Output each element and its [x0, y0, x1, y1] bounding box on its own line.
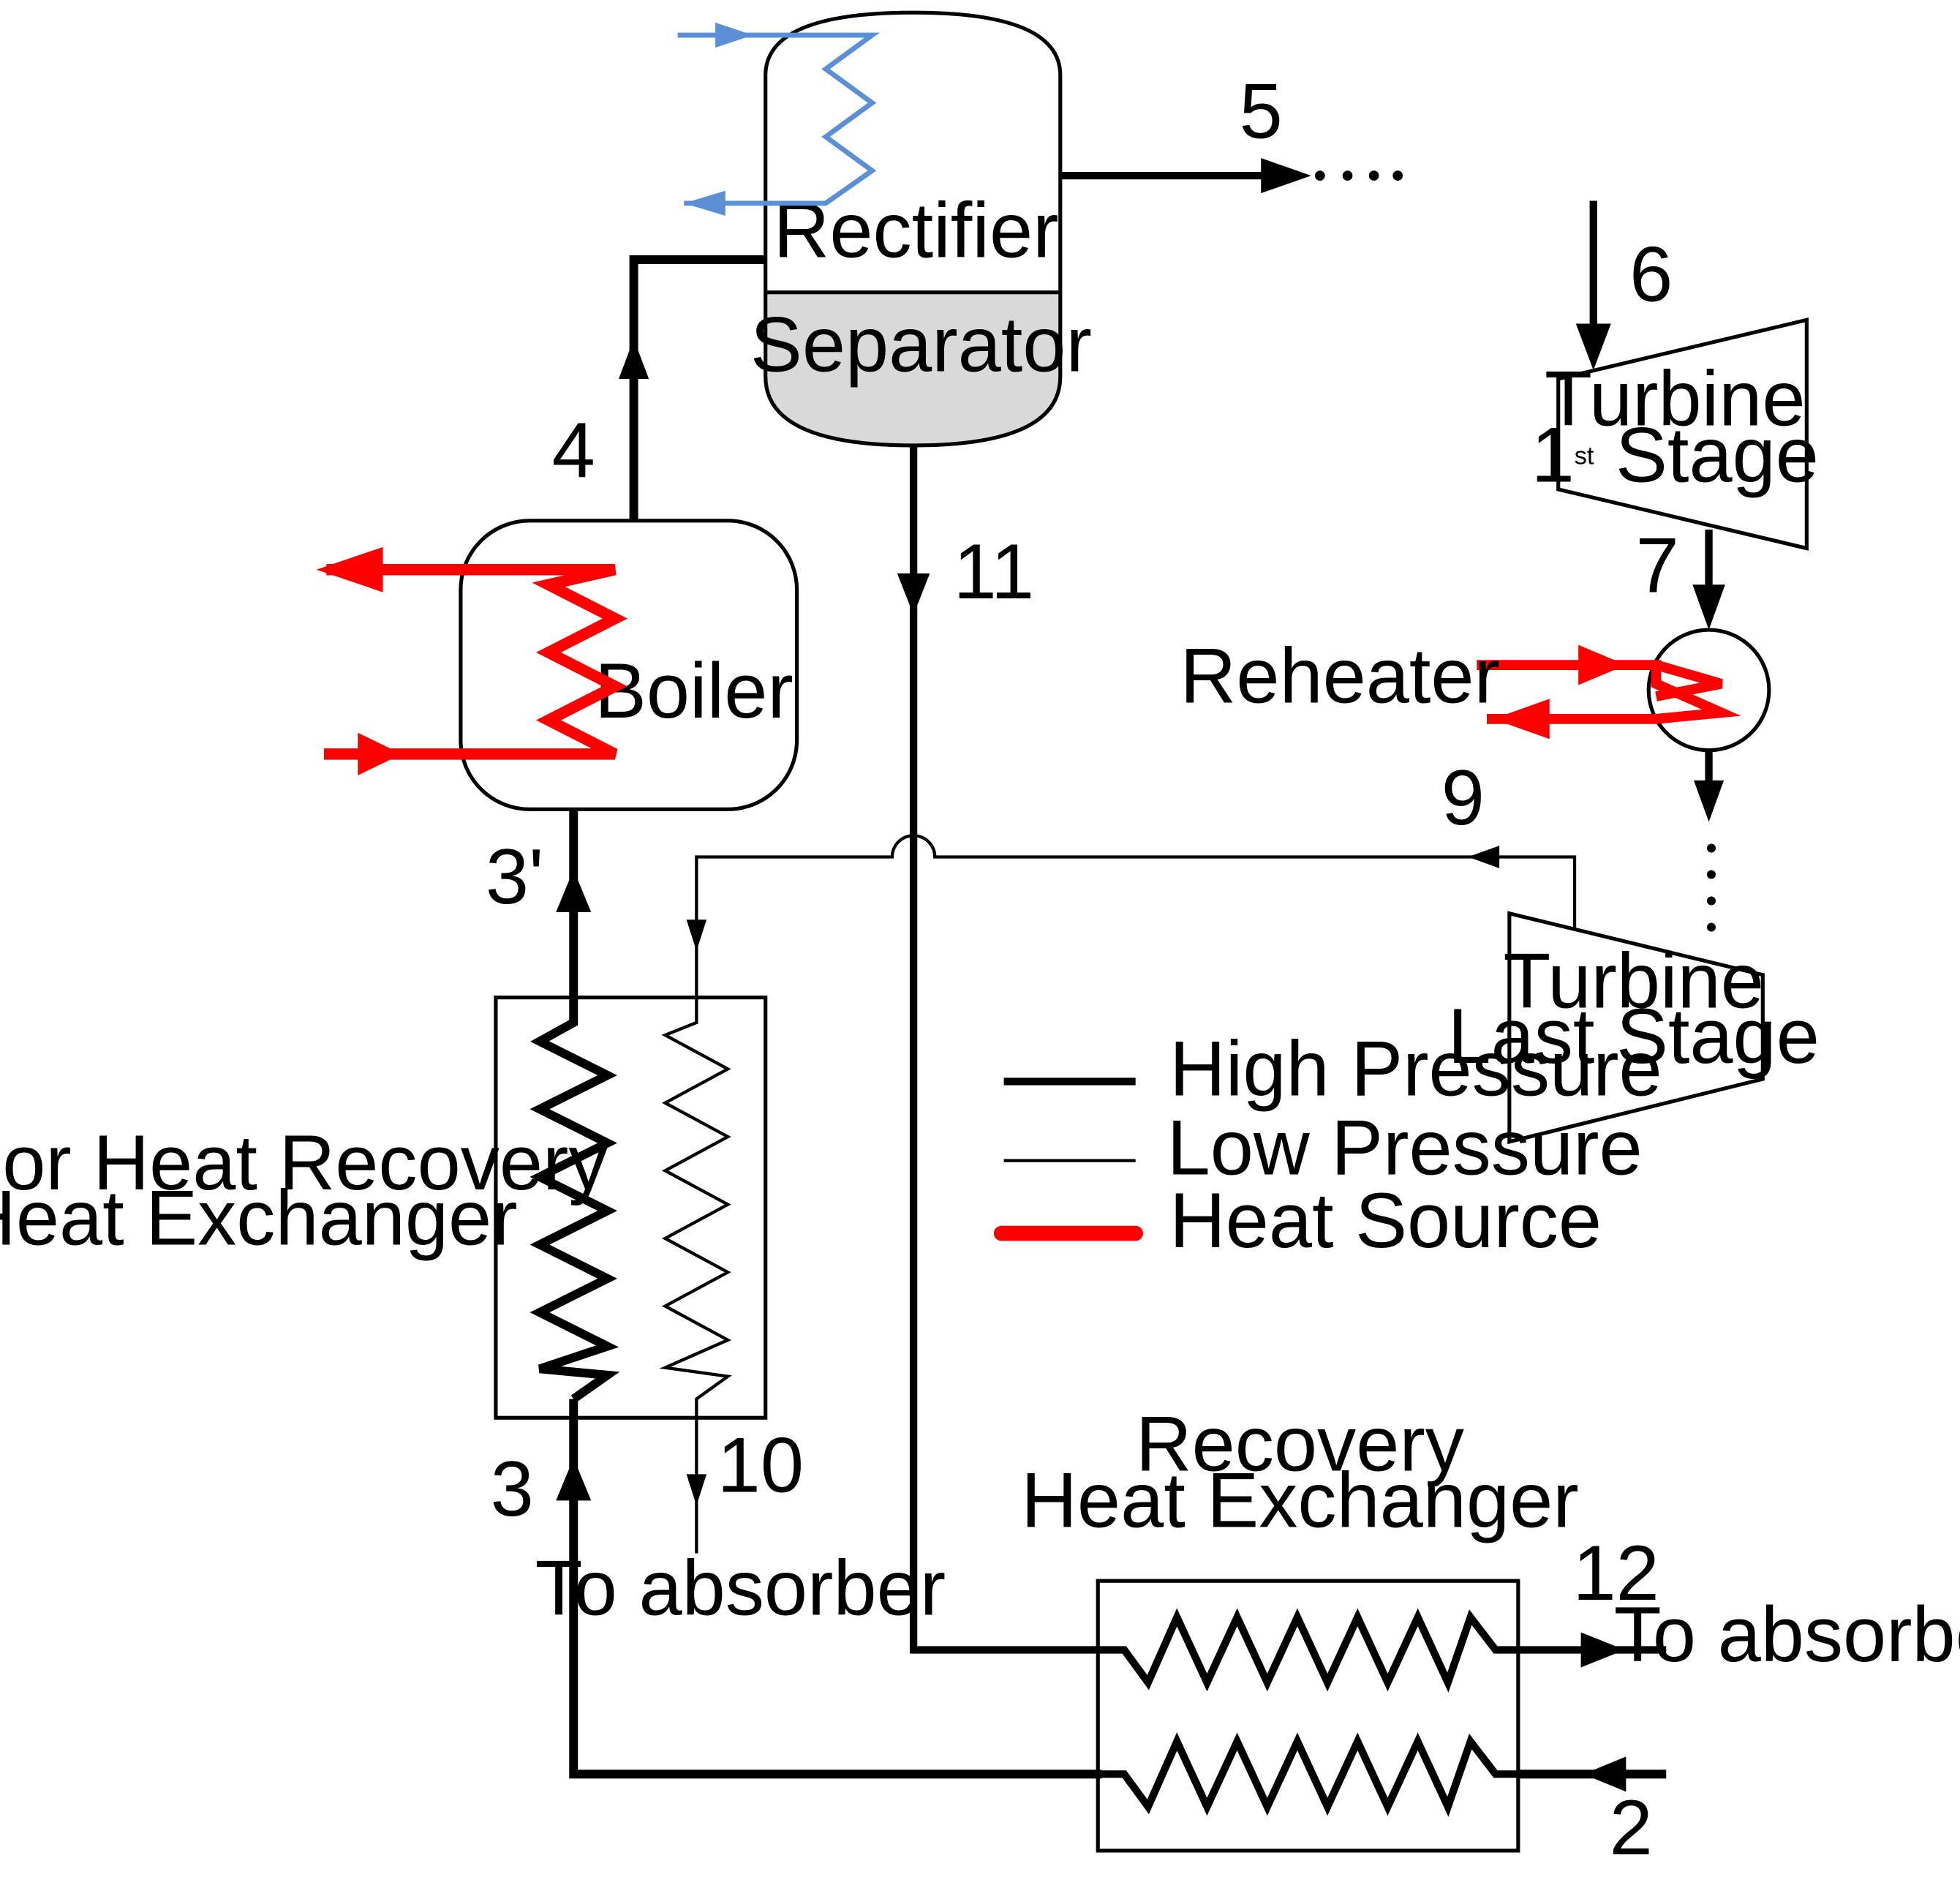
stream-6-arrow-icon [1575, 323, 1611, 370]
separator-fill [765, 292, 1060, 445]
boiler-heat-coil [323, 564, 627, 760]
reheater-heat-coil [1477, 660, 1741, 724]
reheater-outlet-continuation-dots [1706, 843, 1716, 932]
stream-6 [1575, 200, 1611, 370]
turbine-first-stage: Turbine 1st Stage [1531, 317, 1819, 551]
stream-5-arrow-icon [1261, 158, 1311, 194]
vessel-outline [764, 10, 1063, 448]
heat-source-outlet-arrow-icon [316, 546, 383, 593]
reheater: Reheater [1180, 628, 1771, 753]
stream-11-arrow-icon [897, 573, 930, 615]
stream-12-arrow-icon [1580, 1632, 1625, 1668]
state-9-label: 9 [1441, 754, 1485, 841]
reheater-heat-outlet-arrow-icon [1493, 699, 1550, 740]
turbine-last-stage-label-line2: Last Stage [1447, 993, 1819, 1080]
reheater-outlet-stream [1693, 750, 1725, 932]
reheater-label: Reheater [1180, 633, 1500, 720]
reheater-outlet-arrow-icon [1693, 780, 1725, 822]
stream-5-continuation-dots [1314, 170, 1403, 181]
state-5-label: 5 [1240, 68, 1283, 155]
legend: High Pressure Low Pressure Heat Source [993, 1025, 1662, 1264]
rhx-upper-coil [1101, 1608, 1518, 1693]
state-12-label: 12 [1572, 1530, 1659, 1617]
coolant-outlet-arrow-icon [684, 190, 725, 217]
state-11-label: 11 [954, 528, 1034, 615]
to-absorber-left-label: To absorber [535, 1545, 946, 1632]
state-10-label: 10 [717, 1421, 804, 1508]
state-2-label: 2 [1610, 1784, 1653, 1871]
rhx-lower-coil [1101, 1732, 1518, 1817]
reheater-heat-coil-bend [1654, 660, 1723, 701]
stream-12 [1518, 1632, 1667, 1668]
stream-3prime-arrow-icon [556, 869, 592, 912]
rhx-box [1096, 1579, 1520, 1853]
stream-9-down-arrow-icon [686, 919, 707, 952]
vhr-box [494, 996, 768, 1420]
vhr-label-line2: Heat Exchanger [0, 1175, 518, 1262]
turbine-first-stage-sup: st [1575, 443, 1594, 470]
rhx-label-line1: Recovery [1136, 1400, 1464, 1487]
stream-4 [629, 255, 766, 521]
legend-high-pressure-label: High Pressure [1169, 1025, 1662, 1112]
stream-10 [686, 1418, 707, 1554]
separator-label: Separator [750, 301, 1092, 388]
heat-source-inlet-arrow-icon [358, 732, 402, 776]
turbine-first-stage-num: 1 [1531, 412, 1575, 499]
vapor-heat-recovery-exchanger [494, 996, 768, 1420]
stream-11 [909, 445, 1102, 1654]
turbine-last-stage-shape [1507, 911, 1765, 1145]
rectifier-label: Rectifier [774, 187, 1059, 274]
coolant-inlet-arrow-icon [715, 22, 753, 48]
state-7-label: 7 [1636, 522, 1679, 609]
stream-7 [1692, 529, 1725, 631]
stream-3-arrow-icon [556, 1458, 592, 1501]
stream-4-arrow-icon [619, 339, 649, 380]
stream-7-arrow-icon [1692, 584, 1725, 631]
state-3-label: 3 [491, 1445, 534, 1532]
turbine-first-stage-label-line2: 1st Stage [1531, 412, 1819, 499]
to-absorber-right-label: To absorber [1614, 1591, 1960, 1678]
boiler-label: Boiler [595, 647, 794, 734]
turbine-first-stage-shape [1556, 317, 1809, 551]
stream-9-arrow-icon [1468, 846, 1500, 868]
vhr-high-pressure-coil [529, 997, 620, 1403]
state-3prime-label: 3' [486, 833, 543, 920]
boiler: Boiler [459, 519, 799, 811]
recovery-heat-exchanger [1096, 1579, 1520, 1853]
stream-10-arrow-icon [686, 1474, 707, 1506]
state-6-label: 6 [1629, 231, 1673, 318]
stream-2-arrow-icon [1583, 1756, 1627, 1792]
stream-9 [695, 834, 1577, 998]
reheater-heat-inlet-arrow-icon [1578, 644, 1627, 685]
vhr-low-pressure-coil [659, 997, 732, 1418]
stream-5 [1060, 158, 1403, 194]
turbine-first-stage-label-line1: Turbine [1545, 355, 1806, 442]
vhr-label-line1: Vapor Heat Recovery [0, 1119, 608, 1206]
turbine-first-stage-rest: Stage [1594, 412, 1818, 499]
boiler-box [459, 519, 799, 811]
legend-heat-source-label: Heat Source [1169, 1177, 1602, 1264]
rhx-label-line2: Heat Exchanger [1021, 1456, 1578, 1543]
turbine-last-stage-label-line1: Turbine [1503, 937, 1764, 1024]
stream-2 [1518, 1756, 1667, 1792]
rectifier-separator-vessel: Rectifier Separator [750, 10, 1092, 448]
state-4-label: 4 [552, 407, 595, 494]
legend-low-pressure-label: Low Pressure [1167, 1104, 1643, 1191]
turbine-last-stage: Turbine Last Stage [1447, 911, 1820, 1145]
rectifier-cooling-coil [677, 22, 881, 217]
